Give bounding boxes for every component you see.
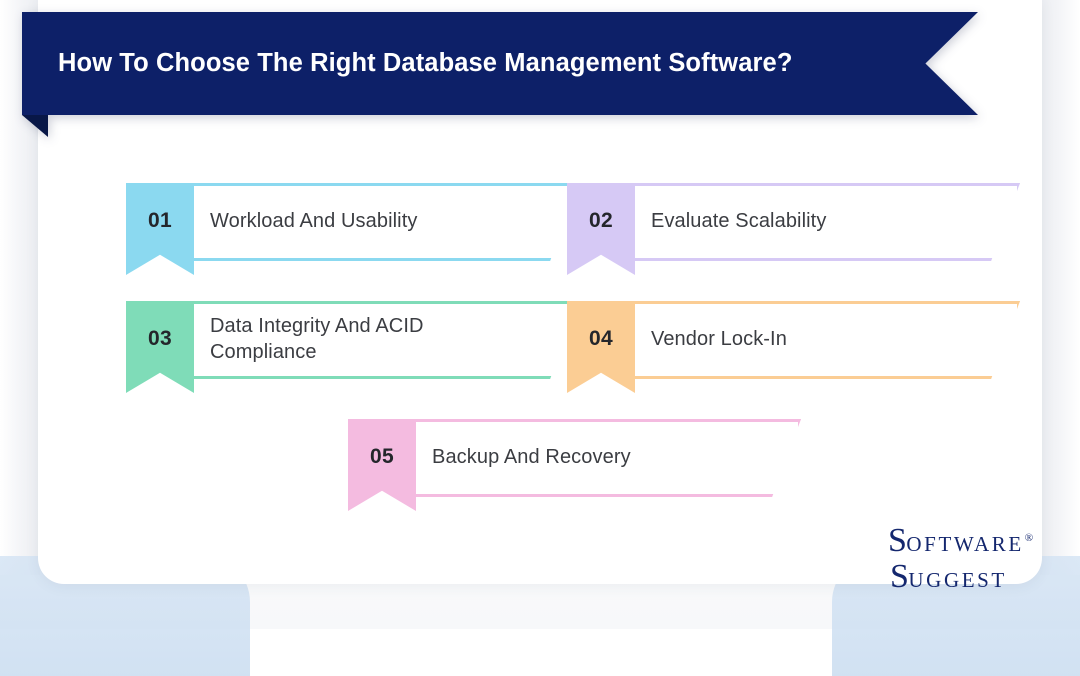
step-card-text-area: Evaluate Scalability — [635, 183, 1020, 261]
step-card[interactable]: 04 Vendor Lock-In — [567, 301, 1020, 397]
step-number: 04 — [589, 327, 613, 350]
logo-line-1: S oftware ® — [888, 524, 1033, 558]
page-title: How To Choose The Right Database Managem… — [58, 49, 793, 77]
step-number: 05 — [370, 445, 394, 468]
step-card-body — [194, 183, 579, 261]
step-number: 01 — [148, 209, 172, 232]
step-card[interactable]: 02 Evaluate Scalability — [567, 183, 1020, 279]
step-label: Vendor Lock-In — [651, 328, 787, 351]
logo-word-software: oftware — [906, 532, 1024, 556]
step-card-text-area: Workload And Usability — [194, 183, 579, 261]
steps-list: 01 Workload And Usability 02 Evaluate Scala… — [126, 183, 1020, 515]
step-number-badge: 05 — [348, 419, 416, 511]
step-card[interactable]: 05 Backup And Recovery — [348, 419, 801, 515]
step-number-badge: 01 — [126, 183, 194, 275]
step-card-body — [635, 301, 1020, 379]
step-label: Workload And Usability — [210, 210, 418, 233]
registered-trademark-icon: ® — [1024, 532, 1034, 544]
softwaresuggest-logo: S oftware ® S uggest — [888, 524, 1033, 594]
step-label: Data Integrity And ACID Compliance — [210, 315, 424, 363]
step-card-body — [416, 419, 801, 497]
step-card-text-area: Backup And Recovery — [416, 419, 801, 497]
logo-line-2: S uggest — [890, 560, 1033, 594]
step-card[interactable]: 01 Workload And Usability — [126, 183, 579, 279]
header-banner: How To Choose The Right Database Managem… — [22, 12, 982, 137]
step-label: Backup And Recovery — [432, 446, 631, 469]
step-number: 03 — [148, 327, 172, 350]
step-label: Evaluate Scalability — [651, 210, 827, 233]
step-card-text-area: Data Integrity And ACID Compliance — [194, 301, 579, 379]
step-number-badge: 03 — [126, 301, 194, 393]
header-banner-shape — [22, 12, 978, 115]
step-card[interactable]: 03 Data Integrity And ACID Compliance — [126, 301, 579, 397]
logo-initial-s-2: S — [890, 558, 909, 595]
background-strip-right — [1040, 0, 1080, 575]
step-card-body — [194, 301, 579, 379]
step-number-badge: 04 — [567, 301, 635, 393]
step-number: 02 — [589, 209, 613, 232]
step-card-body — [635, 183, 1020, 261]
logo-initial-s-1: S — [888, 522, 907, 559]
step-number-badge: 02 — [567, 183, 635, 275]
step-card-text-area: Vendor Lock-In — [635, 301, 1020, 379]
logo-word-suggest: uggest — [908, 568, 1007, 592]
